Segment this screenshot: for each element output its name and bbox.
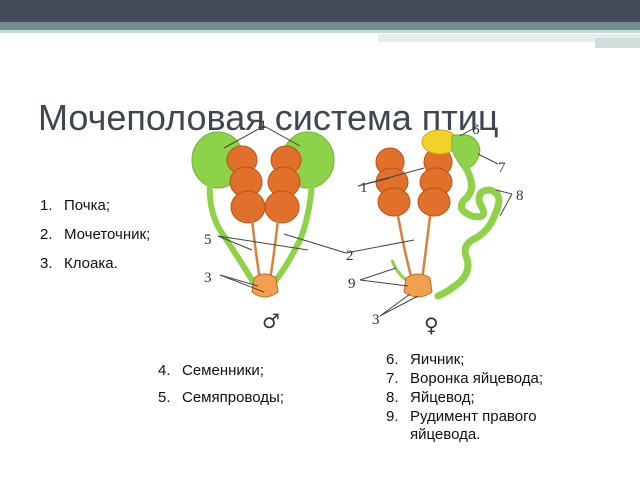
- slide-decor-stripe: [0, 22, 640, 30]
- list-item: 1.Почка;: [40, 197, 111, 214]
- figure-label-3-female: 3: [372, 312, 380, 328]
- male-ureter-left: [250, 219, 262, 281]
- figure-label-8: 8: [516, 188, 524, 204]
- organ-list-female: 6.Яичник; 7.Воронка яйцевода; 8.Яйцевод;…: [386, 351, 570, 445]
- male-vas-deferens-right: [269, 181, 315, 287]
- female-symbol: ♀: [424, 313, 439, 337]
- slide-decor-stripe: [378, 34, 640, 42]
- figure-label-4: 4: [258, 120, 266, 134]
- female-oviduct-funnel: [451, 134, 481, 171]
- list-item: 8.Яйцевод;: [386, 389, 475, 406]
- organ-list-male: 4.Семенники; 5.Семяпроводы;: [158, 362, 284, 416]
- figure-label-9: 9: [348, 276, 356, 292]
- female-ureter-left: [396, 215, 414, 281]
- female-cloaca: [403, 273, 433, 298]
- male-ureter-right: [268, 219, 280, 281]
- slide-top-bar: [0, 0, 640, 22]
- list-item: 6.Яичник;: [386, 351, 465, 368]
- list-item: 5.Семяпроводы;: [158, 389, 284, 406]
- male-cloaca: [251, 273, 279, 298]
- male-symbol: ♂: [262, 309, 280, 333]
- male-kidney-left: [226, 145, 266, 224]
- female-oviduct: [434, 164, 503, 300]
- slide-decor-stripe: [0, 30, 640, 33]
- figure-label-3-male: 3: [204, 270, 212, 286]
- list-item: 3.Клоака.: [40, 255, 118, 272]
- figure-label-2: 2: [346, 248, 354, 264]
- male-vas-deferens-left: [206, 179, 258, 287]
- figure-label-7: 7: [498, 160, 506, 176]
- list-item: 9.Рудимент правого яйцевода.: [386, 408, 537, 443]
- diagram-svg: 4 5 3 1 2 9 3 6 7 8 ♂ ♀: [191, 120, 524, 337]
- urogenital-diagram: 4 5 3 1 2 9 3 6 7 8 ♂ ♀: [160, 120, 600, 340]
- female-kidney-right: [417, 147, 453, 217]
- female-kidney-left: [375, 147, 411, 217]
- slide-decor-stripe: [595, 38, 640, 48]
- list-item: 4.Семенники;: [158, 362, 264, 379]
- figure-label-1: 1: [360, 180, 368, 196]
- male-kidney-right: [264, 145, 302, 224]
- female-rudiment: [390, 259, 407, 282]
- list-item: 2.Мочеточник;: [40, 226, 151, 243]
- figure-label-6: 6: [472, 122, 480, 138]
- figure-label-5: 5: [204, 232, 212, 248]
- organ-list-general: 1.Почка; 2.Мочеточник; 3.Клоака.: [40, 197, 150, 284]
- female-ureter-right: [420, 215, 432, 281]
- slide-title: Мочеполовая система птиц: [38, 97, 499, 138]
- list-item: 7.Воронка яйцевода;: [386, 370, 544, 387]
